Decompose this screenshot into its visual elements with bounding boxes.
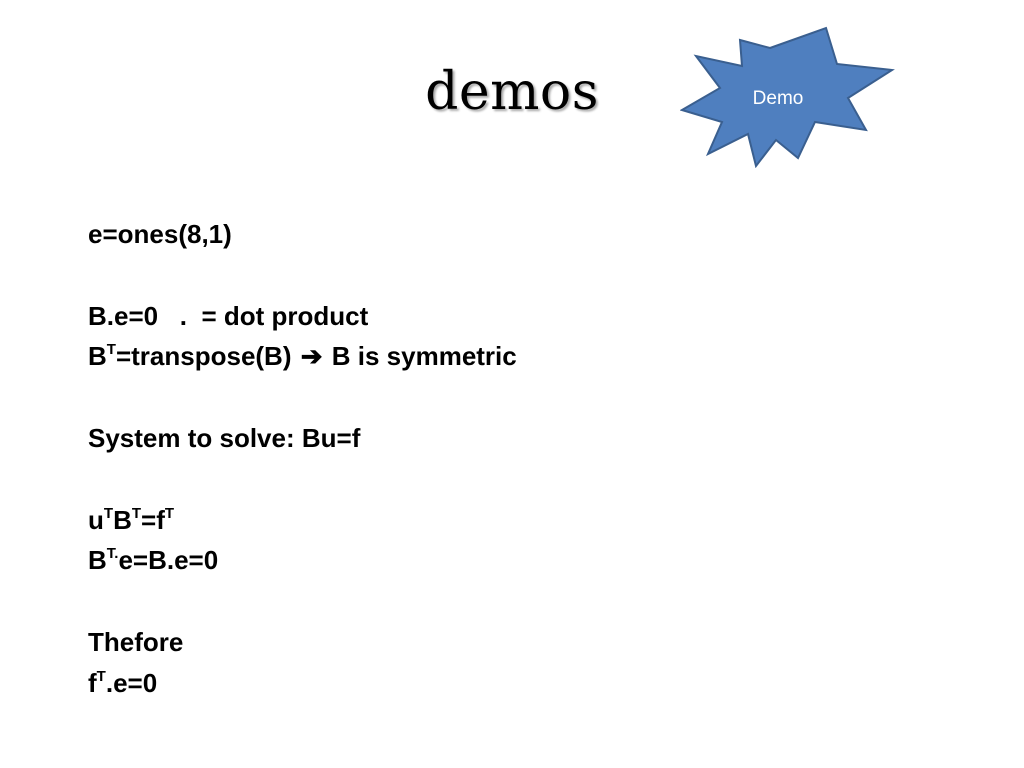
blank-line: [88, 459, 948, 500]
burst-polygon[interactable]: [680, 26, 895, 168]
line-ones: e=ones(8,1): [88, 219, 232, 249]
blank-line: [88, 581, 948, 622]
slide-title: demos: [425, 62, 599, 122]
f-symbol: f: [88, 667, 97, 698]
arrow-right-icon: ➔: [300, 341, 323, 372]
b-symbol: B: [113, 504, 132, 535]
transpose-text: =transpose(B): [115, 341, 292, 372]
line-utbt: uTBT=fT: [88, 500, 948, 541]
fte-text: .e=0: [105, 667, 158, 698]
symmetric-text: B is symmetric: [324, 341, 517, 372]
transpose-superscript: T: [106, 341, 116, 359]
equals-f: =f: [141, 504, 165, 535]
line-transpose: BT=transpose(B) ➔ B is symmetric: [88, 336, 948, 377]
b-symbol: B: [88, 545, 107, 576]
u-symbol: u: [88, 504, 104, 535]
b-symbol: B: [88, 341, 107, 372]
superscript-t: T: [164, 504, 175, 522]
slide-body: e=ones(8,1) B.e=0 . = dot product BT=tra…: [88, 214, 948, 704]
line-bte: BT.e=B.e=0: [88, 540, 948, 581]
demo-label[interactable]: Demo: [752, 88, 804, 109]
superscript-t: T: [96, 667, 106, 685]
blank-line: [88, 377, 948, 418]
line-dot-product: B.e=0 . = dot product: [88, 300, 369, 331]
line-therefore: Thefore: [88, 626, 184, 657]
superscript-t: T: [131, 504, 142, 522]
blank-line: [88, 255, 948, 296]
line-system: System to solve: Bu=f: [88, 422, 361, 453]
demo-burst-shape[interactable]: [680, 26, 896, 168]
bte-text: e=B.e=0: [118, 545, 219, 576]
superscript-t: T: [103, 504, 114, 522]
superscript-t-dot: T.: [106, 545, 119, 563]
line-fte: fT.e=0: [88, 663, 948, 704]
